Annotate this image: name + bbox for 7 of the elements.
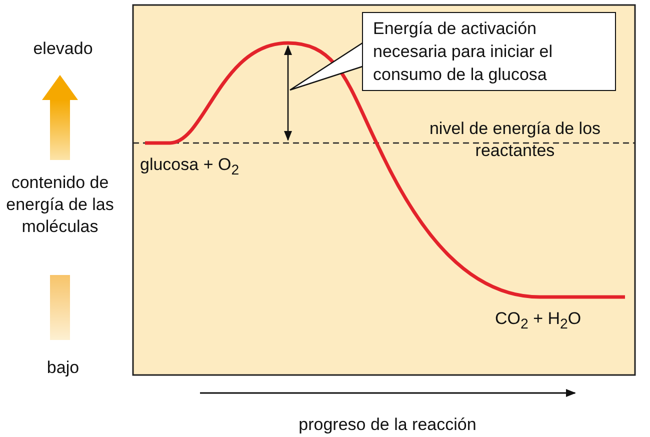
- axis-title: contenido de energía de las moléculas: [5, 172, 115, 238]
- product-label: CO$_{2}$ + H$_{2}$O: [495, 308, 582, 334]
- axis-title: progreso de la reacción: [298, 414, 478, 436]
- axis-high-label: elevado: [32, 38, 94, 60]
- level-label: nivel de energía de los reactantes: [428, 118, 602, 162]
- reactant-label: glucosa + O$_{2}$: [140, 154, 240, 180]
- axis-low-label: bajo: [46, 357, 80, 379]
